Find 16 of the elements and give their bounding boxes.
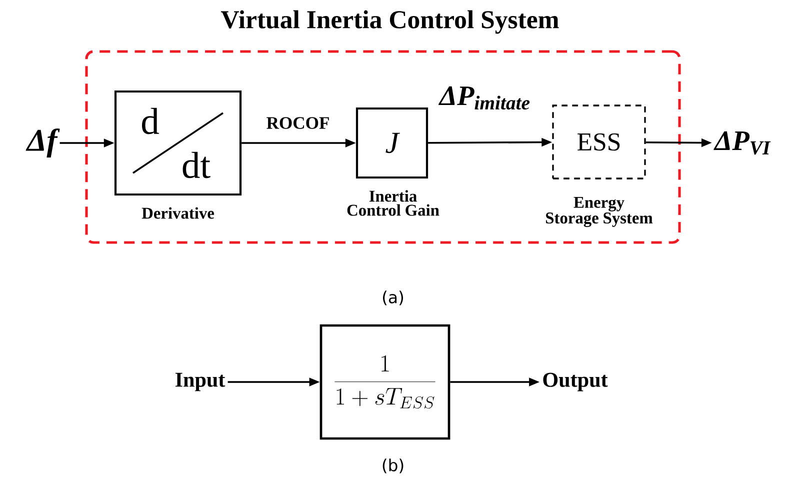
edge-label: ROCOF xyxy=(265,116,331,130)
output-label: Output xyxy=(543,372,608,392)
output-signal: ΔP$_{VI}$ xyxy=(714,131,771,155)
title: Virtual Inertia Control System xyxy=(221,10,559,34)
block-caption: Inertia Control Gain xyxy=(347,190,440,216)
derivative-block: d dt xyxy=(114,90,242,196)
input-signal: Δf xyxy=(26,128,60,158)
panel-label: (a) xyxy=(383,290,404,306)
edge-label: ΔP$_{imitate}$ xyxy=(438,85,532,111)
block-caption: Derivative xyxy=(142,207,214,219)
panel-label: (b) xyxy=(382,458,404,474)
gain-block: J xyxy=(356,107,428,179)
input-label: Input xyxy=(176,372,226,392)
storage-block: ESS xyxy=(552,104,646,180)
transfer-function-block: $\frac{1}{1+sT_{ESS}}$ xyxy=(320,324,450,440)
block-caption: Energy Storage System xyxy=(546,196,653,227)
